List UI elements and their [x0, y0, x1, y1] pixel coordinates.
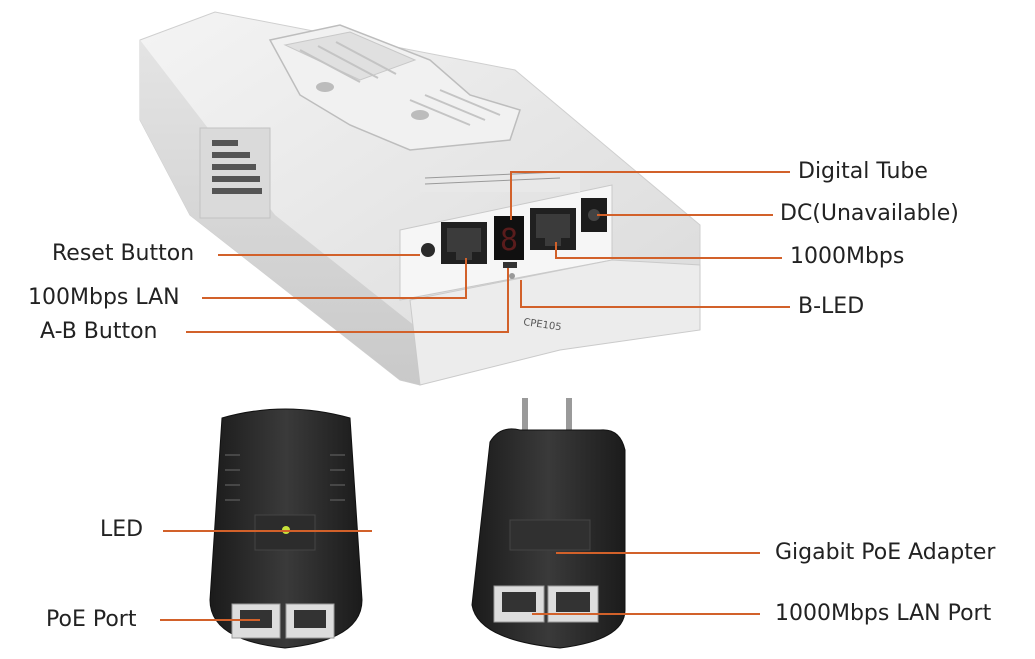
label-ab-button: A-B Button	[40, 319, 158, 344]
label-100mbps-lan: 100Mbps LAN	[28, 285, 180, 310]
label-gigabit-poe-adapter: Gigabit PoE Adapter	[775, 540, 996, 565]
leader-lines	[160, 171, 790, 621]
plug-prong-left	[522, 398, 528, 444]
svg-text:CPE105: CPE105	[523, 317, 563, 333]
leader-ab-button	[186, 268, 509, 333]
ab-button	[503, 262, 517, 268]
lan-port-100	[441, 222, 487, 264]
lan-port-1000	[530, 208, 576, 250]
label-led: LED	[100, 517, 144, 542]
dc-jack	[581, 198, 607, 232]
label-dc: DC(Unavailable)	[780, 201, 959, 226]
leader-100mbps	[202, 258, 467, 299]
side-vent	[199, 127, 271, 219]
label-b-led: B-LED	[798, 294, 865, 319]
svg-text:8: 8	[500, 223, 518, 258]
label-reset-button: Reset Button	[52, 241, 195, 266]
label-poe-port: PoE Port	[46, 607, 137, 632]
gigabit-poe-adapter	[471, 398, 626, 649]
b-led	[509, 273, 515, 279]
mounting-bracket	[268, 24, 521, 151]
reset-hole	[421, 243, 435, 257]
poe-injector	[209, 408, 363, 649]
leader-b-led	[520, 280, 790, 308]
leader-1000mbps	[555, 242, 782, 259]
label-1000mbps: 1000Mbps	[790, 244, 905, 269]
label-1000mbps-lan-port: 1000Mbps LAN Port	[775, 601, 992, 626]
cpe-device: 8 CPE105	[139, 11, 701, 386]
leader-digital-tube	[510, 171, 790, 220]
digital-tube: 8	[494, 216, 524, 260]
label-digital-tube: Digital Tube	[798, 159, 928, 184]
plug-prong-right	[566, 398, 572, 444]
